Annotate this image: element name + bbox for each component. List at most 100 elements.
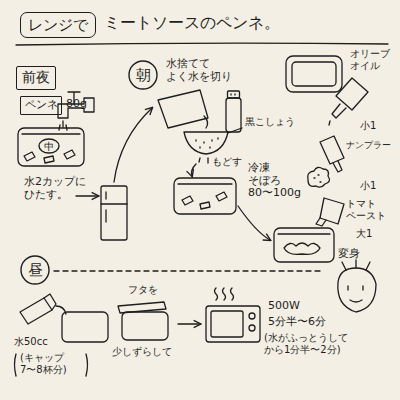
- face: [338, 268, 376, 312]
- microwave: [215, 288, 234, 300]
- note-text: 500W: [268, 300, 304, 313]
- divider: [54, 270, 320, 271]
- note-text: 黒こしょう: [245, 116, 299, 128]
- label-box: ペンネ80g: [20, 96, 62, 115]
- note-text: (水がふっとうして から1分半〜2分): [264, 332, 352, 355]
- noon-container: [62, 312, 108, 342]
- arrow: [76, 195, 98, 196]
- note-text: (キャップ 7〜8杯分): [20, 352, 71, 375]
- microwave: [206, 288, 260, 342]
- microwave: [249, 313, 255, 319]
- minced-meat: [314, 175, 321, 182]
- fish-sauce-bottle: [320, 136, 344, 164]
- note-text: もどす: [212, 156, 246, 168]
- morning-container: [178, 183, 232, 184]
- tomato-paste-tube: [316, 198, 344, 226]
- title: ミートソースのペンネ。: [104, 14, 280, 32]
- lidded-container: [118, 302, 166, 313]
- fridge: [101, 186, 127, 240]
- morning-container: [174, 178, 236, 214]
- pepper-shaker: [231, 94, 235, 95]
- badge-outline: [129, 61, 157, 89]
- colander: [184, 132, 228, 154]
- minced-meat: [308, 167, 330, 187]
- note-text: 水2カップに ひたす。: [24, 176, 90, 201]
- note-text: 水捨てて よく水を切り: [166, 58, 236, 83]
- draining-container: [158, 90, 208, 128]
- pepper-shaker: [226, 91, 241, 132]
- result-container: [284, 243, 320, 254]
- morning-container: [174, 178, 236, 214]
- note-text: オリーブ オイル: [350, 48, 394, 71]
- sauce-container: [286, 56, 342, 92]
- note-text: ナンプラー: [346, 140, 395, 150]
- olive-oil-bottle: [329, 78, 368, 125]
- sauce-container: [292, 62, 336, 86]
- soak-container: [18, 128, 84, 166]
- pepper-shaker: [228, 91, 240, 98]
- box-text: 昼: [28, 262, 43, 279]
- note-text: 水50cc: [14, 336, 52, 348]
- minced-meat: [308, 167, 330, 187]
- faucet: [58, 98, 94, 118]
- note-text: 少しずらして: [112, 346, 176, 358]
- lidded-container: [118, 302, 168, 340]
- face: [348, 286, 363, 290]
- soak-container: [18, 128, 84, 166]
- badge-outline: [21, 256, 49, 284]
- box-text: レンジで: [28, 17, 88, 34]
- label-box: 前夜: [16, 66, 56, 90]
- faucet: [58, 92, 94, 130]
- tomato-paste-tube: [320, 198, 344, 224]
- note-text: 5分半〜6分: [268, 316, 330, 329]
- badge-outline: [39, 139, 59, 153]
- microwave: [206, 306, 260, 342]
- ink-drawing: [15, 43, 389, 376]
- water-bottle: [20, 294, 66, 324]
- circle-badge: 中: [38, 138, 60, 154]
- arrow: [238, 206, 270, 240]
- soak-container: [22, 133, 80, 134]
- water-bottle: [20, 298, 52, 324]
- pepper-shaker: [226, 98, 241, 132]
- face: [342, 260, 370, 270]
- note-text: 冷凍 そぼろ 80〜100g: [248, 162, 305, 200]
- noon-container: [62, 312, 108, 342]
- fish-sauce-bottle: [320, 136, 344, 172]
- box-text: 朝: [136, 67, 151, 84]
- draining-container: [158, 90, 208, 128]
- face: [338, 260, 376, 312]
- note-text: 小1: [360, 120, 381, 132]
- colander: [199, 158, 208, 163]
- lidded-container: [122, 312, 168, 340]
- colander: [196, 138, 218, 148]
- draining-container: [204, 116, 208, 128]
- tomato-paste-tube: [316, 218, 326, 226]
- circle-badge: 昼: [20, 255, 50, 285]
- note-text: 変身: [338, 248, 364, 261]
- arrow: [192, 164, 197, 176]
- water-bottle: [44, 294, 56, 310]
- title-underline: [16, 43, 388, 45]
- label-box: レンジで: [20, 12, 96, 38]
- note-text: トマト ペースト: [346, 198, 390, 221]
- fridge: [101, 192, 127, 222]
- olive-oil-bottle: [329, 121, 330, 125]
- fish-sauce-bottle: [333, 161, 342, 172]
- box-text: 前夜: [22, 70, 50, 85]
- fridge: [101, 186, 127, 240]
- microwave: [249, 325, 255, 331]
- arrow: [178, 323, 200, 324]
- result-container: [278, 233, 330, 234]
- olive-oil-bottle: [332, 104, 346, 118]
- arrow: [114, 108, 152, 182]
- result-container: [274, 228, 334, 262]
- face: [350, 300, 362, 302]
- box-text: 中: [44, 141, 54, 152]
- result-container: [274, 228, 334, 262]
- microwave: [211, 311, 243, 337]
- sauce-container: [286, 56, 342, 92]
- box-note: 80g: [66, 98, 87, 110]
- circle-badge: 朝: [128, 60, 158, 90]
